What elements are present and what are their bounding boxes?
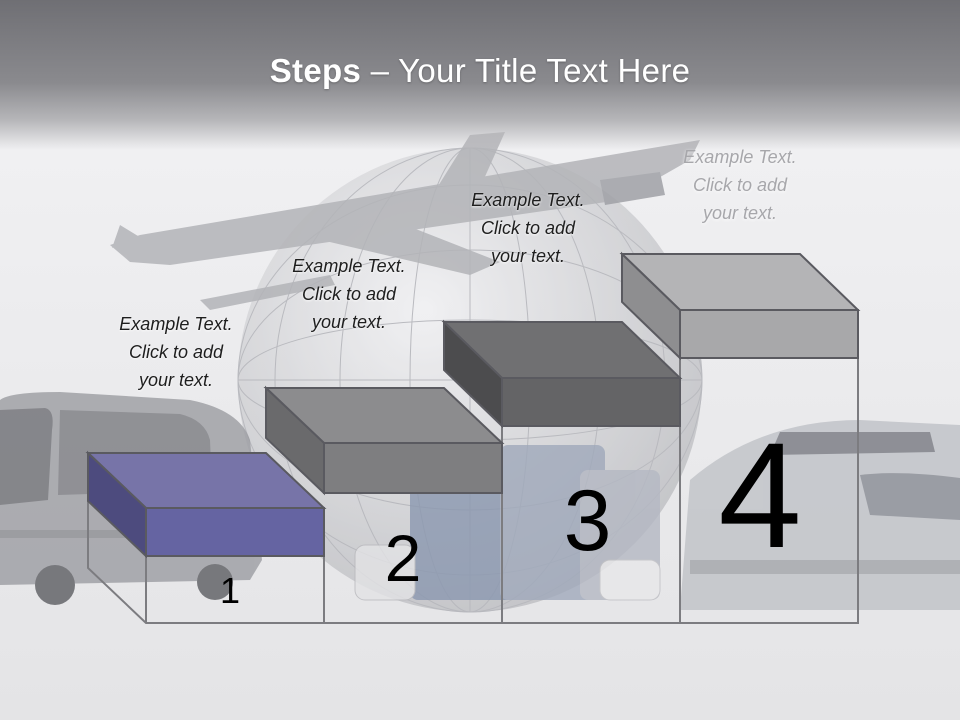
step-3-number: 3 <box>563 473 612 569</box>
step-4-caption[interactable]: Example Text. Click to add your text. <box>650 143 830 227</box>
step-2-block[interactable] <box>263 385 505 496</box>
step-1-caption[interactable]: Example Text. Click to add your text. <box>86 310 266 394</box>
train-icon <box>680 420 960 610</box>
caption-line: Click to add <box>128 342 224 362</box>
caption-line: Example Text. <box>471 190 585 210</box>
step-1-block[interactable] <box>85 450 327 559</box>
caption-line: your text. <box>138 370 214 390</box>
caption-line: your text. <box>311 312 387 332</box>
caption-line: Click to add <box>692 175 788 195</box>
title-bold: Steps <box>269 52 362 89</box>
caption-line: Click to add <box>480 218 576 238</box>
caption-line: Example Text. <box>683 147 797 167</box>
caption-line: your text. <box>490 246 566 266</box>
caption-line: Example Text. <box>292 256 406 276</box>
step-3-caption[interactable]: Example Text. Click to add your text. <box>438 186 618 270</box>
step-2-caption[interactable]: Example Text. Click to add your text. <box>259 252 439 336</box>
slide-title[interactable]: Steps – Your Title Text Here <box>0 52 960 90</box>
step-2-number: 2 <box>384 521 422 595</box>
luggage-icon <box>354 445 661 601</box>
caption-line: Example Text. <box>119 314 233 334</box>
airplane-icon <box>110 132 700 310</box>
step-1-number: 1 <box>219 570 241 611</box>
step-4-number: 4 <box>718 411 802 579</box>
step-4-block[interactable] <box>619 251 861 361</box>
title-rest: – Your Title Text Here <box>361 52 691 89</box>
caption-line: your text. <box>702 203 778 223</box>
step-3-block[interactable] <box>441 319 683 429</box>
title-bar <box>0 0 960 150</box>
caption-line: Click to add <box>301 284 397 304</box>
